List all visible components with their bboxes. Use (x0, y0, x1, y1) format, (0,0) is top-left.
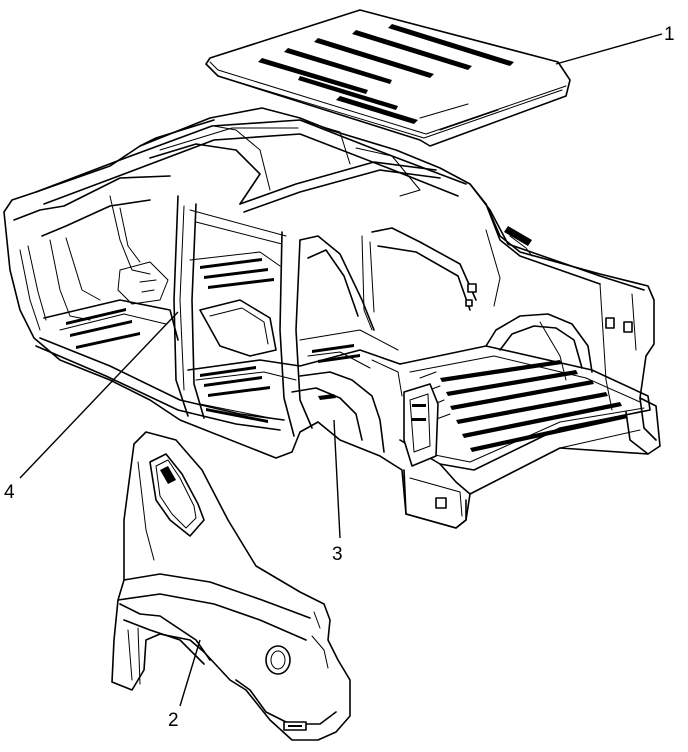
callout-4: 4 (4, 482, 15, 503)
roof-panel (205, 9, 571, 147)
quarter-panel (111, 431, 351, 741)
leader-lines (19, 33, 663, 707)
leader-1 (555, 33, 663, 65)
body-shell (3, 107, 661, 529)
leader-3 (333, 419, 341, 539)
callout-3: 3 (332, 544, 343, 565)
cargo-floor-ribs (419, 360, 628, 452)
leader-2 (179, 639, 201, 707)
callout-1: 1 (664, 24, 675, 45)
callout-2: 2 (168, 710, 179, 731)
callout-labels: 1 2 3 4 (4, 24, 675, 731)
leader-4 (19, 311, 179, 479)
